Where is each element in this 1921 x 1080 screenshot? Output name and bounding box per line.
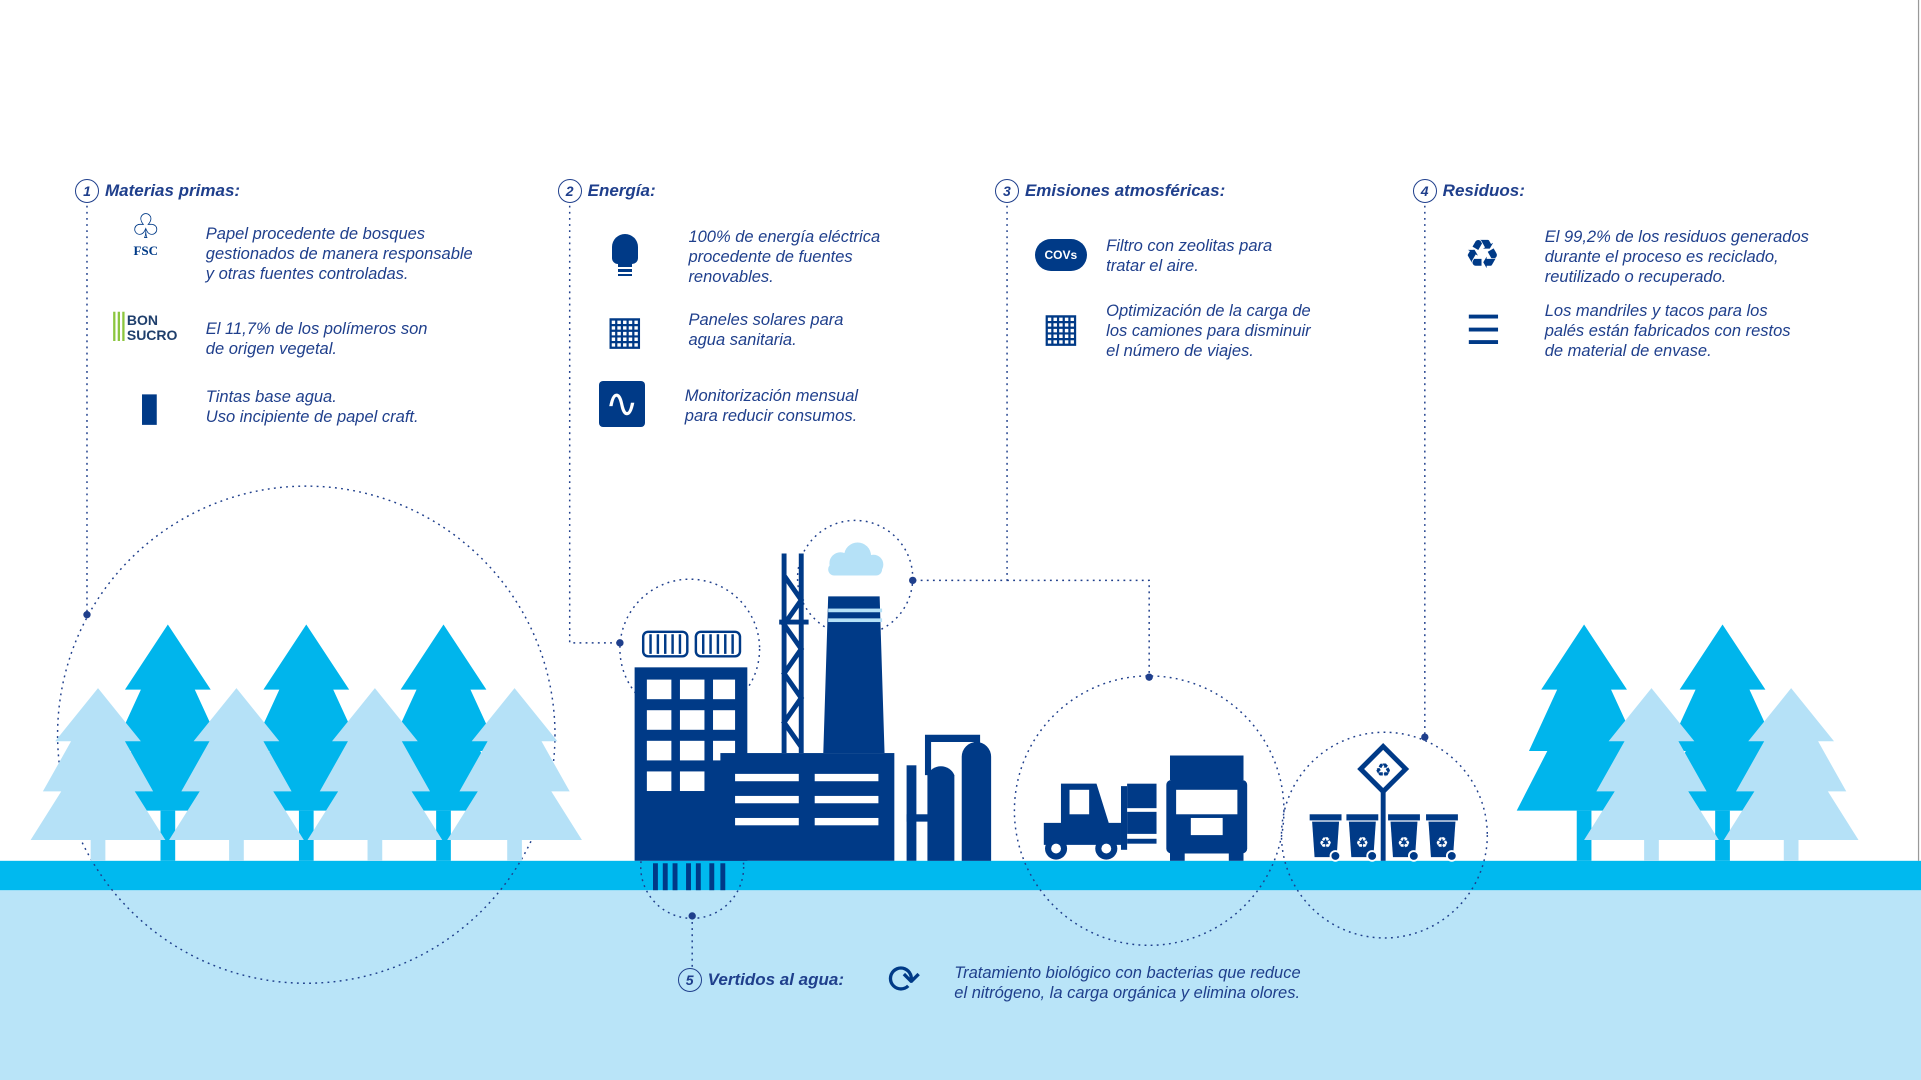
section-number-badge: 4	[1412, 179, 1437, 204]
section-title: Emisiones atmosféricas:	[1024, 181, 1226, 201]
bulb-shape	[611, 233, 638, 264]
pine-tree-light	[1584, 688, 1719, 861]
item-text: El 99,2% de los residuos generados duran…	[1544, 227, 1809, 286]
section-number-badge: 1	[74, 179, 99, 204]
section-header-5: 5 Vertidos al agua:	[677, 968, 845, 992]
bonsucro-logo-icon: ⫴BON SUCRO	[96, 302, 186, 354]
item-text: Filtro con zeolitas para tratar el aire.	[1106, 237, 1273, 276]
pine-tree-light	[1723, 688, 1859, 861]
forest-dotted-circle	[56, 485, 556, 985]
recycle-bin-icon: ♻	[1346, 814, 1379, 862]
section-title: Residuos:	[1442, 181, 1525, 201]
svg-text:♻: ♻	[1397, 835, 1410, 851]
water-area	[0, 890, 1921, 1080]
pallet-boxes-icon: ▦	[1041, 306, 1080, 351]
recycle-icon: ♻	[1464, 232, 1501, 277]
item-text: Tintas base agua. Uso incipiente de pape…	[205, 388, 419, 427]
recycle-bin-icon: ♻	[1309, 814, 1342, 862]
recycle-bin-icon: ♻	[1388, 814, 1420, 862]
covs-label: COVs	[1044, 247, 1078, 262]
bulb-base	[617, 263, 632, 276]
section-number-badge: 3	[994, 179, 1019, 204]
section-title: Materias primas:	[104, 181, 241, 201]
item-text: El 11,7% de los polímeros son de origen …	[205, 319, 428, 358]
item-text: Monitorización mensual para reducir cons…	[684, 386, 859, 425]
solar-panel-icon: ▦	[605, 308, 644, 353]
item-text: Tratamiento biológico con bacterias que …	[954, 963, 1301, 1002]
item-text: Papel procedente de bosques gestionados …	[205, 225, 473, 284]
item-text: 100% de energía eléctrica procedente de …	[688, 227, 881, 286]
fsc-tree-glyph: ♧	[130, 208, 161, 247]
water-cycle-icon: ⟳	[887, 958, 921, 1002]
item-text: Los mandriles y tacos para los palés est…	[1544, 302, 1791, 361]
fsc-label: FSC	[133, 243, 159, 259]
factory-icon	[634, 553, 992, 891]
svg-text:♻: ♻	[1435, 835, 1448, 851]
pine-tree-light	[447, 688, 582, 861]
eco-lightbulb-icon	[599, 229, 651, 281]
item-text: Paneles solares para agua sanitaria.	[688, 310, 844, 349]
svg-text:♻: ♻	[1356, 835, 1369, 851]
monitor-pulse-icon: ∿	[598, 380, 645, 427]
pine-tree-light	[30, 688, 166, 861]
forklift-icon	[1043, 783, 1157, 860]
covs-cloud-icon: COVs	[1034, 238, 1087, 271]
sugarcane-glyph: ⫴	[110, 307, 127, 350]
ground-strip	[0, 860, 1921, 891]
bins-dotted-circle	[1280, 731, 1489, 939]
truck-dotted-circle	[1013, 675, 1285, 947]
recycling-bins-icon: ♻ ♻ ♻ ♻ ♻	[1309, 743, 1458, 862]
svg-text:♻: ♻	[1375, 759, 1391, 780]
pine-tree-light	[307, 688, 443, 861]
bonsucro-label: BON SUCRO	[126, 312, 178, 344]
solar-dotted-circle	[619, 578, 761, 720]
fsc-logo-icon: ♧FSC	[120, 208, 172, 260]
truck-icon	[1166, 755, 1248, 861]
svg-text:♻: ♻	[1319, 835, 1332, 851]
connector-3	[912, 205, 1150, 678]
recycle-bin-icon: ♻	[1426, 814, 1458, 862]
pallet-icon: ☰	[1465, 308, 1502, 353]
section-number-badge: 5	[677, 968, 702, 992]
section-title: Energía:	[587, 181, 656, 201]
item-text: Optimización de la carga de los camiones…	[1106, 302, 1311, 361]
pine-tree-light	[169, 688, 304, 861]
section-title: Vertidos al agua:	[707, 970, 845, 989]
smoke-cloud-icon	[828, 542, 884, 576]
section-number-badge: 2	[557, 179, 582, 204]
ink-carton-icon: ▮	[138, 384, 161, 429]
